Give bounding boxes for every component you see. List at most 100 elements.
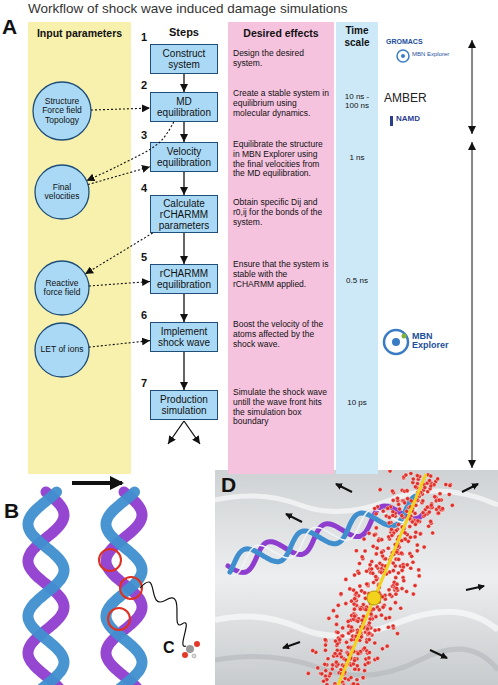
expansion-arrow [286, 514, 302, 522]
atom [367, 656, 371, 660]
atom [395, 496, 399, 500]
atom [353, 667, 357, 671]
atom [363, 549, 367, 553]
atom [338, 652, 342, 656]
atom [351, 682, 355, 685]
atom [362, 537, 366, 541]
atom [427, 478, 431, 482]
atom [380, 647, 384, 651]
ion [367, 591, 381, 605]
atom [403, 501, 407, 505]
process-box: 7Production simulation [150, 390, 218, 420]
branch-arrow [184, 421, 200, 444]
atom [352, 573, 356, 577]
atom [371, 544, 375, 548]
atom [362, 669, 366, 673]
flow-arrow [183, 233, 184, 264]
atom [390, 489, 394, 493]
process-box: 3Velocity equilibration [150, 142, 218, 172]
software-logo [402, 334, 407, 339]
damage-marker [120, 577, 142, 599]
atom [448, 483, 452, 487]
process-box: 2MD equilibration [150, 92, 218, 122]
step-label: Implement shock wave [151, 326, 217, 348]
damage-marker [108, 608, 130, 630]
time-range-arrow [472, 142, 473, 468]
branch-arrow [168, 421, 184, 444]
step-number: 6 [141, 309, 147, 321]
atom [336, 603, 340, 607]
atom [388, 593, 392, 597]
atom [368, 631, 372, 635]
input-circle-shape [33, 82, 91, 140]
atom [417, 574, 421, 578]
atom [394, 592, 398, 596]
atom [311, 649, 315, 653]
expansion-arrow [462, 484, 478, 492]
atom [342, 684, 346, 685]
atom [339, 593, 343, 597]
atom [374, 526, 378, 530]
atom [335, 614, 339, 618]
input-circle-shape [35, 261, 89, 315]
atom [316, 666, 320, 670]
column-entry: Boost the velocity of the atoms affected… [233, 320, 330, 349]
atom [386, 506, 390, 510]
atom [397, 502, 401, 506]
atom [334, 622, 338, 626]
step-number: 5 [141, 251, 147, 263]
process-box: 5rCHARMM equilibration [150, 264, 218, 294]
input-label: Reactive force field [37, 279, 87, 298]
input-link [89, 282, 150, 287]
step-label: rCHARMM equilibration [151, 268, 217, 290]
atom [352, 602, 356, 606]
dna-strand [106, 492, 142, 685]
atom [433, 495, 437, 499]
column-entry: 1 ns [338, 153, 376, 162]
atom [344, 601, 348, 605]
atom [409, 471, 413, 475]
atom [344, 577, 348, 581]
software-name: NAMD [396, 115, 446, 123]
input-label: Final velocities [37, 183, 87, 202]
shock-wave-atoms [306, 470, 454, 685]
atom [436, 477, 440, 481]
atom [421, 499, 425, 503]
ion-path [336, 474, 426, 685]
atom [323, 662, 327, 666]
atom [349, 625, 353, 629]
column-entry: Simulate the shock wave untill the wave … [233, 388, 330, 427]
step-label: Velocity equilibration [151, 146, 217, 168]
atom [400, 587, 404, 591]
process-box: 4Calculate rCHARMM parameters [150, 195, 218, 233]
atom [414, 530, 418, 534]
atom [328, 672, 332, 676]
atom [444, 482, 448, 486]
input-circle: Reactive force field [34, 260, 90, 316]
atom [341, 634, 345, 638]
atom [393, 601, 397, 605]
atom [352, 614, 356, 618]
atom [415, 474, 419, 478]
atom [391, 513, 395, 517]
dna-strand [28, 492, 64, 685]
input-link [85, 233, 153, 274]
atom [429, 503, 433, 507]
atom [326, 657, 330, 661]
ion-trajectory [140, 582, 186, 646]
column-entry: Ensure that the system is stable with th… [233, 260, 330, 289]
atom [354, 549, 358, 553]
atom [381, 509, 385, 513]
panel-letter: D [221, 474, 251, 496]
atom [410, 554, 414, 558]
input-circle: LET of ions [34, 322, 90, 378]
column-entry: Equilibrate the structure in MBN Explore… [233, 140, 330, 179]
atom [327, 616, 331, 620]
step-label: Production simulation [151, 394, 217, 416]
atom [391, 569, 395, 573]
input-circle: Structure Force field Topology [32, 81, 92, 141]
time-scale-band: Time scale10 ns - 100 ns1 ns0.5 ns10 ps [336, 22, 378, 474]
atom [387, 588, 391, 592]
atom [367, 631, 371, 635]
atom [360, 555, 364, 559]
